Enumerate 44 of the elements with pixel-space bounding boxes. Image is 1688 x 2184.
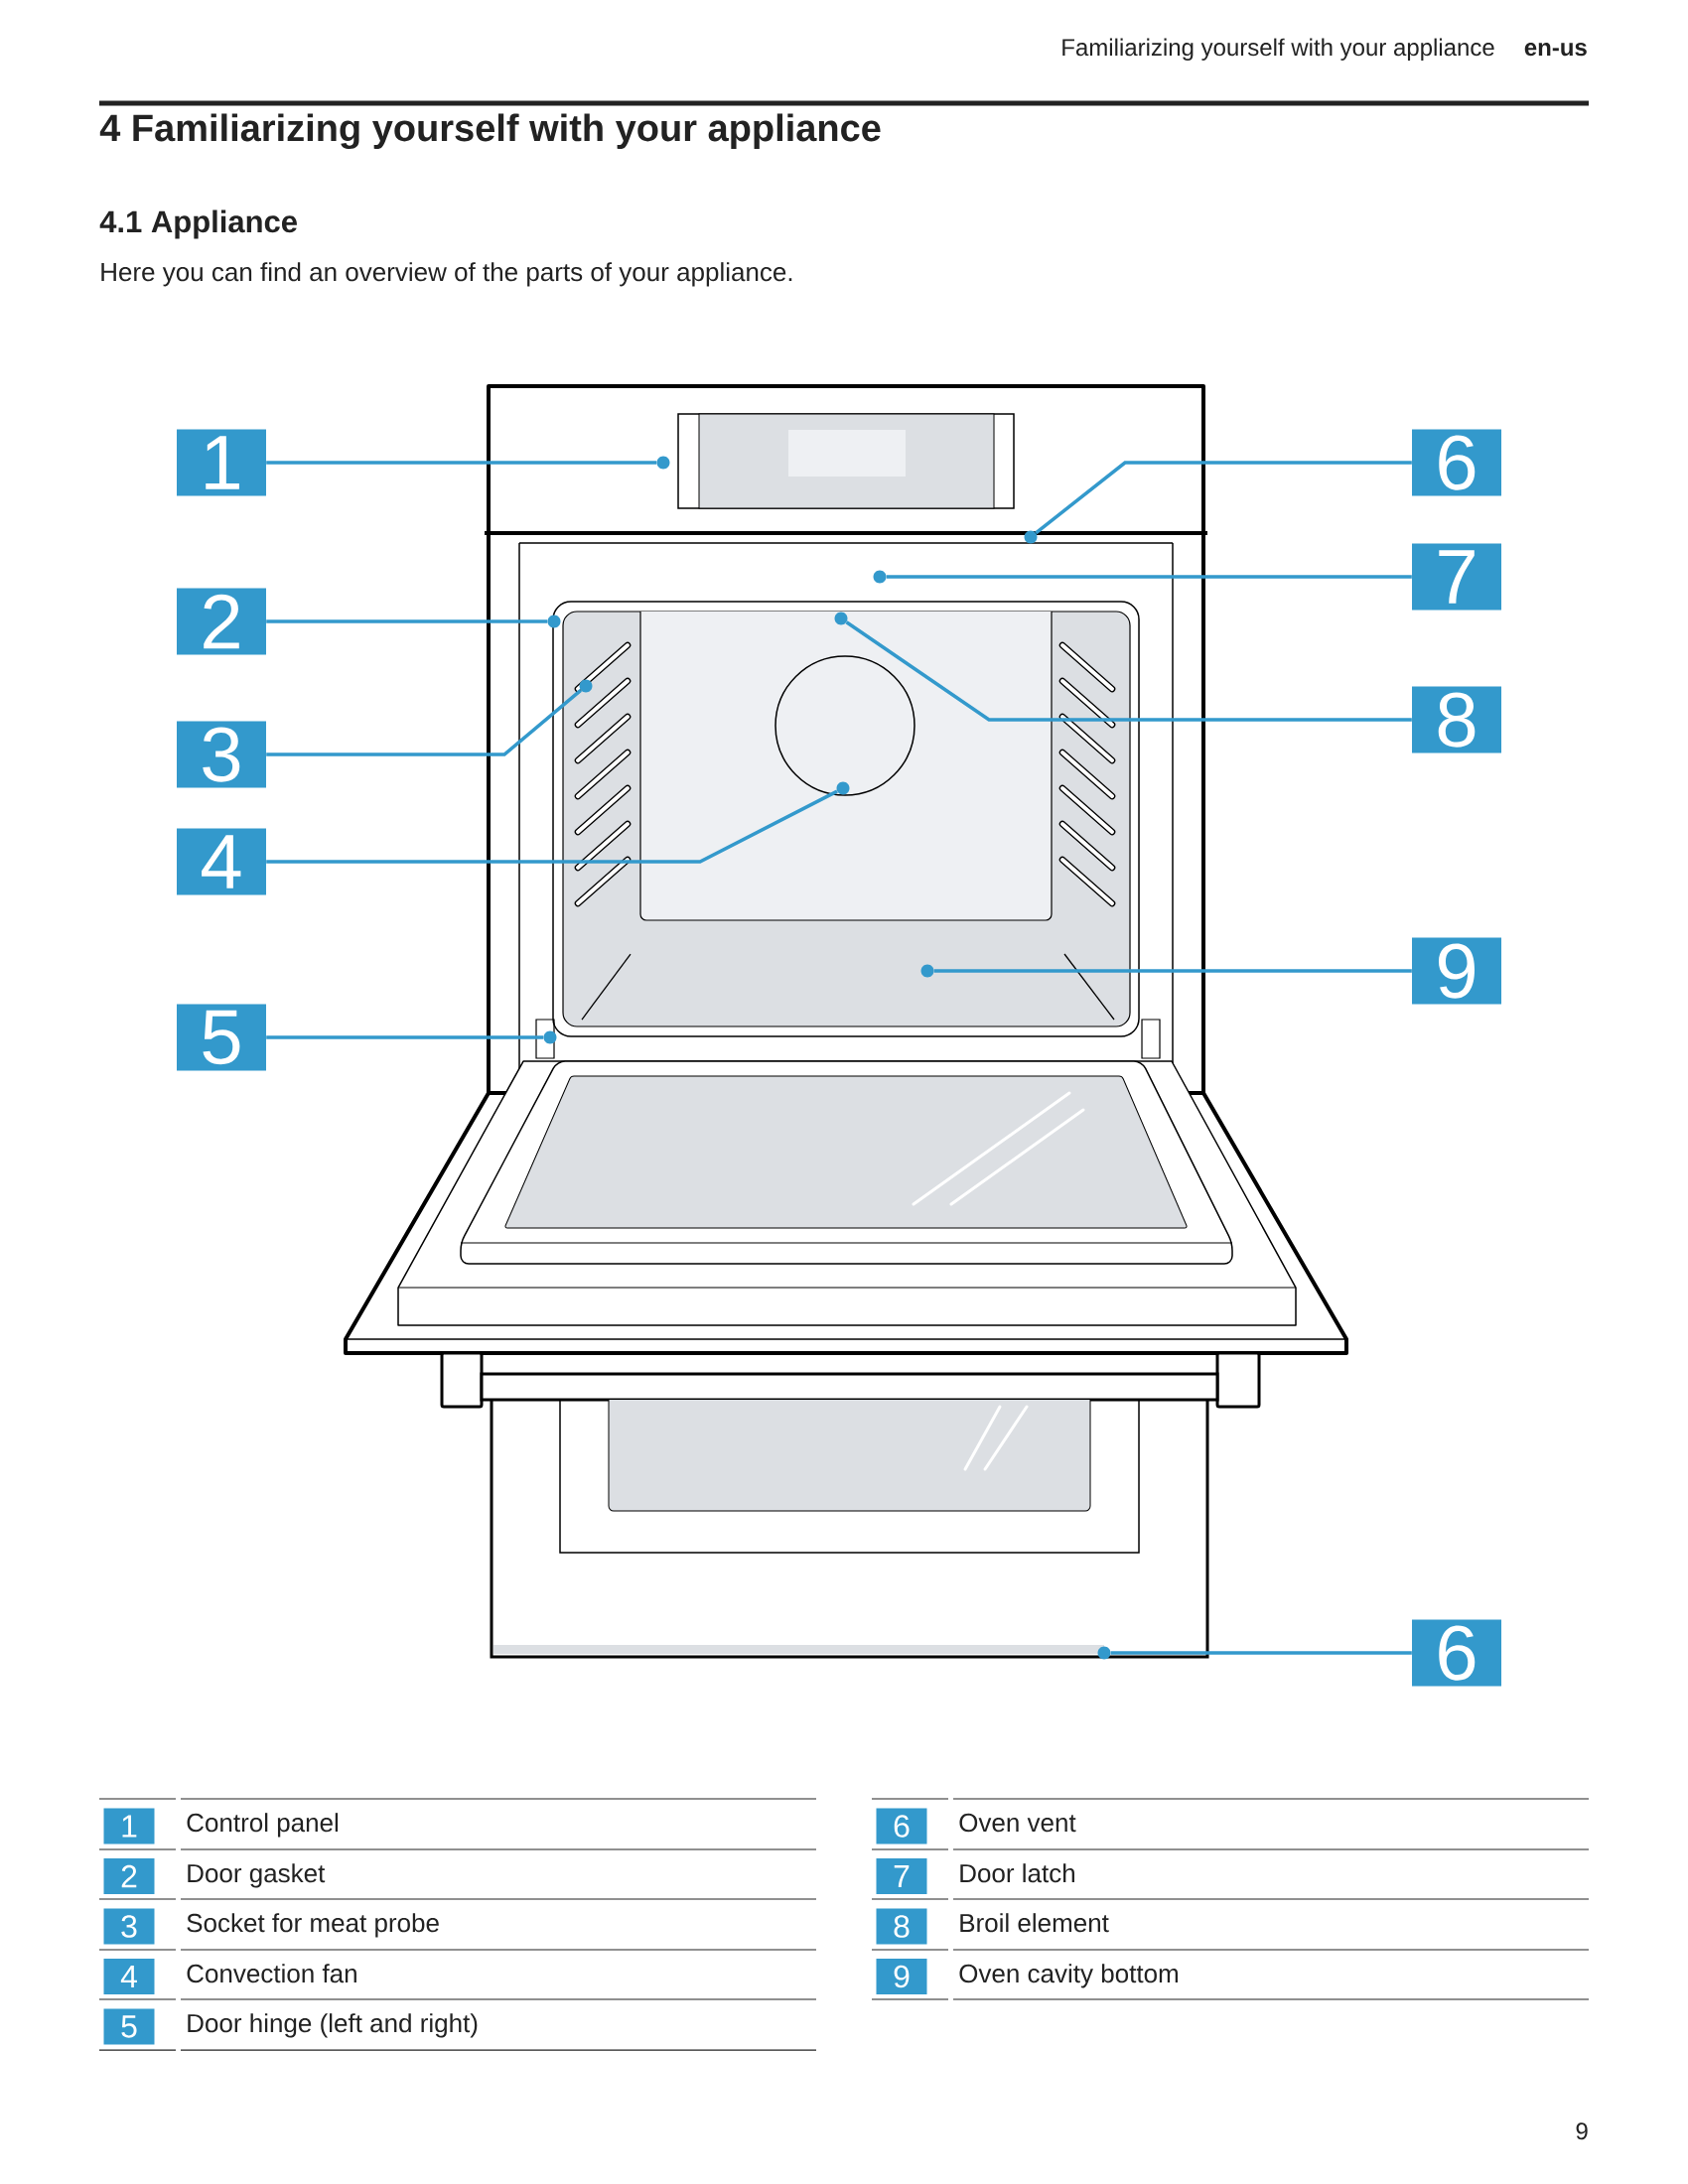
leader-line — [266, 1035, 544, 1039]
callout-number: 6 — [1412, 429, 1501, 496]
page-number: 9 — [1576, 2122, 1588, 2140]
key-number: 7 — [876, 1858, 927, 1894]
leader-line — [266, 461, 657, 465]
part-name: Oven vent — [959, 1813, 1076, 1833]
part-name: Door gasket — [188, 1863, 326, 1888]
key-number: 1 — [103, 1808, 155, 1844]
callout-number: 3 — [177, 721, 266, 788]
language-code: en-us — [1524, 43, 1587, 57]
leader-line — [1035, 461, 1412, 535]
part-name: Socket for meat probe — [187, 1913, 439, 1938]
leader-line — [933, 969, 1412, 973]
part-name: Broil element — [960, 1913, 1109, 1933]
intro-text: Here you can find an overview of the parts of your appliance. — [101, 262, 792, 287]
callout-number: 1 — [177, 429, 266, 496]
callout-number: 7 — [1412, 543, 1501, 611]
part-name: Oven cavity bottom — [959, 1964, 1178, 1988]
key-number: 5 — [103, 2008, 155, 2045]
part-name: Door hinge (left and right) — [188, 2013, 478, 2038]
callout-number: 4 — [177, 828, 266, 895]
callout-number: 9 — [1412, 937, 1501, 1005]
key-number: 9 — [876, 1959, 927, 1994]
callout-number: 5 — [177, 1004, 266, 1071]
leader-line — [266, 689, 582, 756]
callout-number: 2 — [177, 588, 266, 655]
leader-line — [1110, 1651, 1412, 1655]
key-number: 8 — [876, 1908, 927, 1945]
callout-number: 6 — [1412, 1619, 1501, 1687]
section-heading: 4.1 Appliance — [99, 209, 297, 239]
leader-line — [266, 619, 548, 623]
key-number: 2 — [103, 1858, 155, 1894]
key-number: 4 — [103, 1959, 155, 1994]
part-name: Convection fan — [187, 1964, 356, 1983]
leader-line — [266, 789, 838, 864]
part-name: Door latch — [960, 1863, 1074, 1883]
part-name: Control panel — [187, 1813, 339, 1838]
chapter-heading: 4 Familiarizing yourself with your appliance — [99, 113, 881, 150]
leader-line — [845, 620, 1412, 722]
callout-number: 8 — [1412, 686, 1501, 753]
key-number: 6 — [876, 1808, 927, 1844]
header-text: Familiarizing yourself with your appliance — [1062, 38, 1494, 61]
key-number: 3 — [103, 1908, 155, 1945]
leader-line — [886, 575, 1412, 579]
